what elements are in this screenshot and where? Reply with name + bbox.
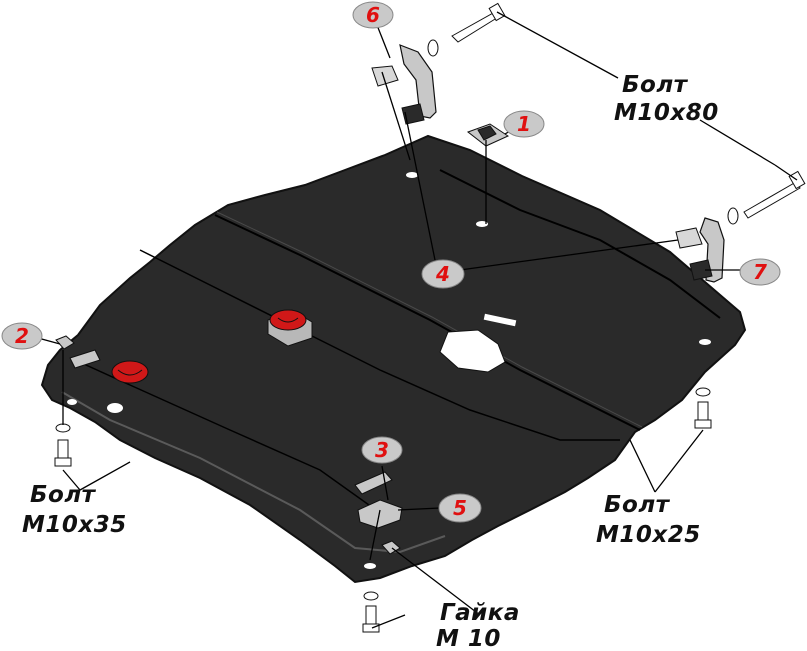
callout-4: 4 [421, 259, 465, 289]
lower-plate-pad [357, 499, 403, 529]
callout-4-number: 4 [435, 262, 450, 286]
mount-hole-2 [476, 221, 488, 227]
washer-icon [727, 207, 739, 225]
washer-icon [427, 39, 439, 57]
label-bolt-m10x35-line1: Болт [30, 482, 97, 508]
fold-line-3 [139, 249, 620, 441]
callout-3-number: 3 [375, 438, 389, 462]
bracket-7 [675, 170, 806, 283]
bracket-icon [399, 44, 437, 119]
mount-hole-6 [67, 399, 77, 405]
label-bolt-m10x35-line2: М10х35 [22, 512, 127, 538]
rubber-bushing-1 [267, 309, 313, 347]
label-nut-m10-line1: Гайка [440, 600, 520, 626]
fold-line-1 [214, 214, 641, 431]
callout-1: 1 [503, 110, 545, 138]
mount-hole-1 [406, 172, 418, 178]
bolt-right-m10x25 [694, 387, 712, 429]
oil-drain-window [439, 329, 506, 373]
bracket-icon [699, 217, 725, 283]
slot-1 [483, 313, 517, 327]
callout-badges: 1 2 3 4 5 6 7 [1, 1, 781, 523]
left-bracket [69, 349, 101, 369]
mount-hole-5 [364, 563, 376, 569]
label-bolt-m10x25-line2: М10х25 [596, 522, 701, 548]
callout-2-number: 2 [15, 324, 29, 348]
callout-2: 2 [1, 322, 43, 350]
fold-line-4 [74, 359, 391, 521]
bolt-icon [451, 2, 506, 43]
callout-7: 7 [739, 258, 781, 286]
label-bolt-m10x25-line1: Болт [604, 492, 671, 518]
nut-plate-1 [466, 123, 510, 147]
callout-5: 5 [438, 493, 482, 523]
label-nut-m10-line2: М 10 [436, 626, 501, 651]
callout-6-number: 6 [366, 3, 380, 27]
fold-line-2 [439, 169, 721, 319]
label-bolt-m10x80-line1: Болт [622, 72, 689, 98]
fold-line-1-highlight [216, 211, 643, 428]
part-labels: Болт М10х80 Болт М10х35 Болт М10х25 Гайк… [22, 72, 719, 651]
skid-plate [40, 134, 747, 584]
bolt-left-m10x35 [54, 423, 72, 467]
lower-bracket [354, 471, 393, 495]
callout-7-number: 7 [753, 260, 767, 284]
callout-3: 3 [361, 436, 403, 464]
bolt-bottom-m10x25 [362, 591, 380, 633]
nut-left [55, 335, 75, 350]
skid-plate-front-edge [61, 391, 446, 554]
callout-5-number: 5 [453, 496, 467, 520]
mount-hole-3 [699, 339, 711, 345]
nut-icon [477, 125, 497, 141]
callout-6: 6 [352, 1, 394, 29]
mount-hole-4 [107, 403, 123, 413]
skid-plate-body [40, 134, 747, 584]
callout-1-number: 1 [517, 112, 531, 136]
bracket-6 [371, 2, 506, 125]
nut-bottom-m10 [381, 540, 401, 555]
leader-lines [37, 11, 798, 629]
label-bolt-m10x80-line2: М10х80 [614, 100, 719, 126]
rubber-bushing-2 [111, 360, 149, 384]
